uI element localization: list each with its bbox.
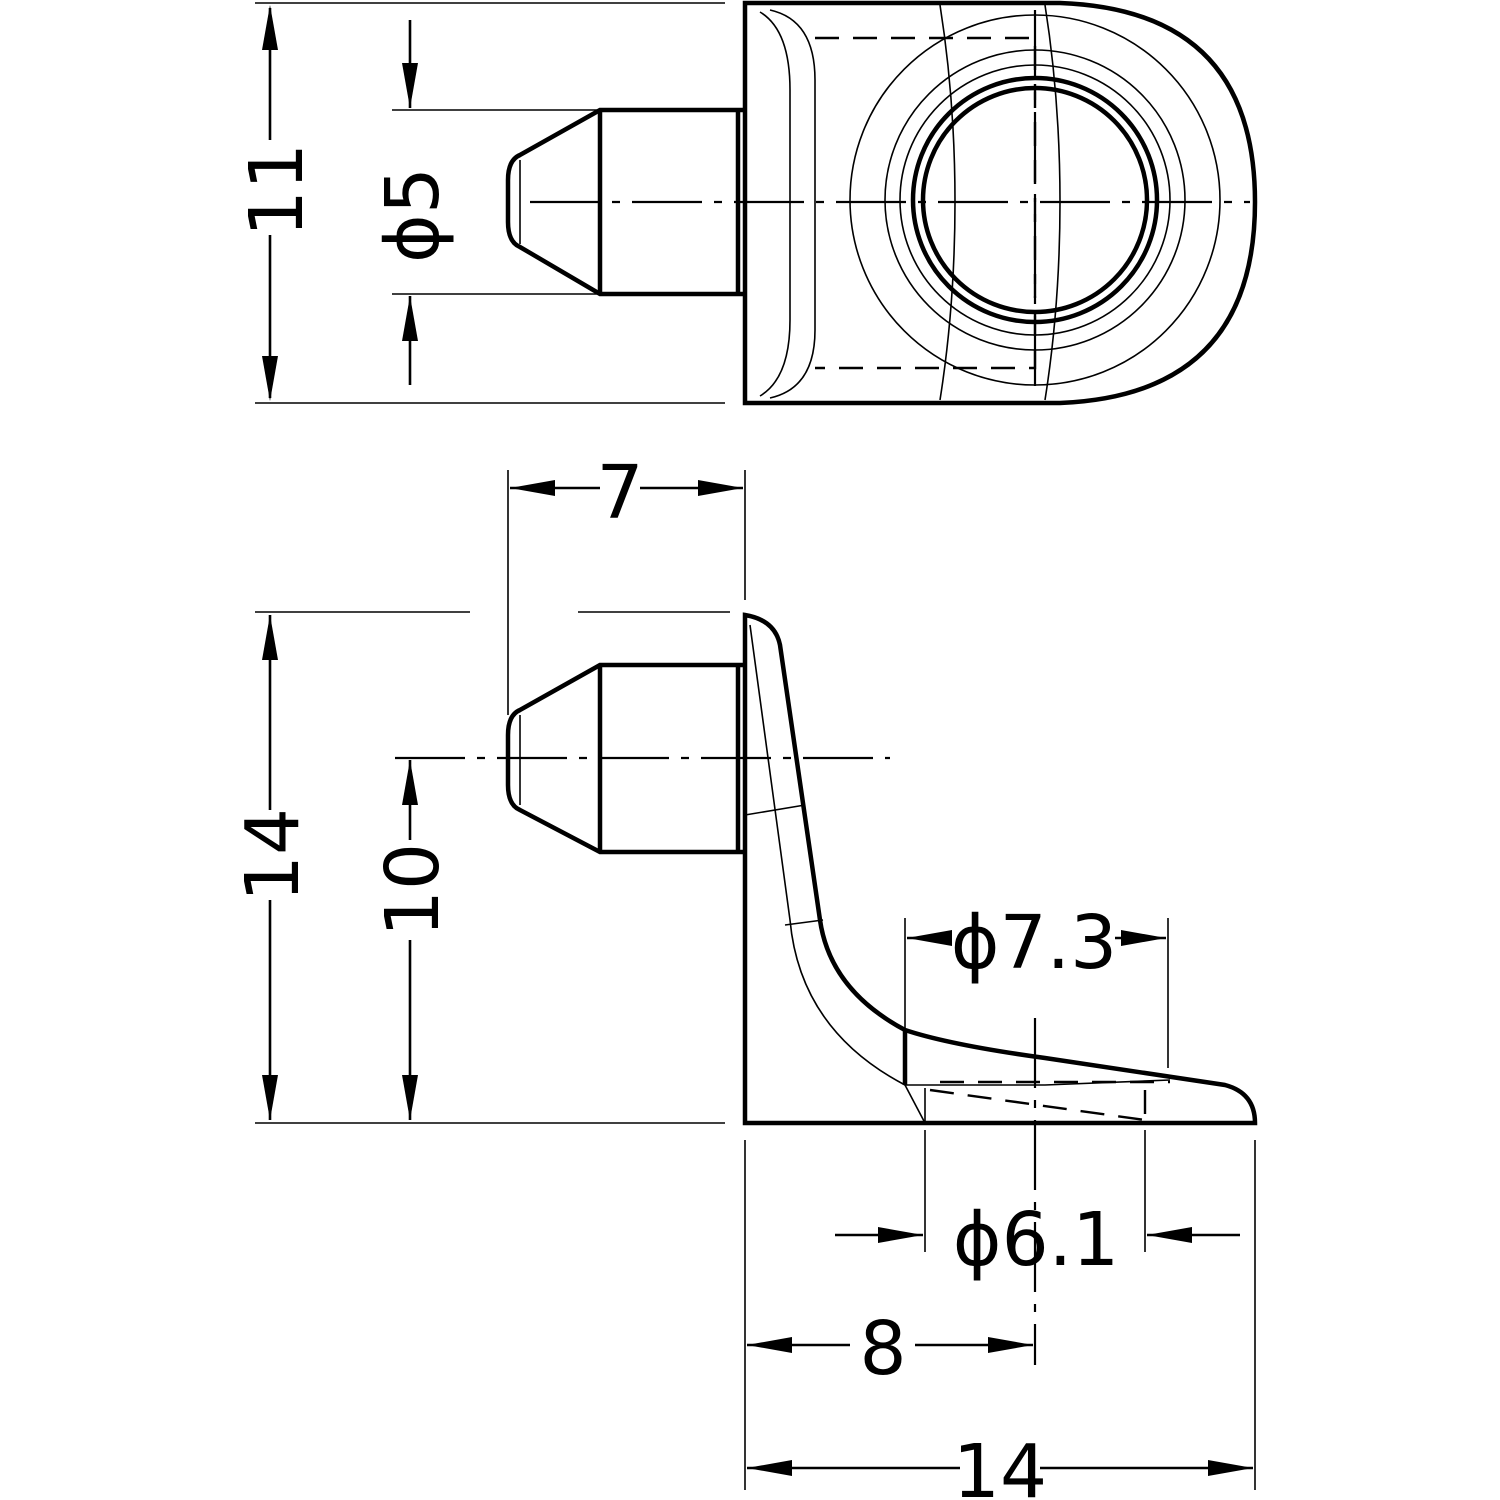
top-view-hole-inner — [920, 85, 1150, 315]
dim-11-arrow-top — [262, 5, 278, 50]
dim-14h-label: 14 — [953, 1429, 1047, 1500]
dim-7-label: 7 — [596, 450, 643, 536]
dim-14v-arrow-top — [262, 615, 278, 660]
dim-10-arrow-bottom — [402, 1075, 418, 1120]
side-view-foot-line — [904, 1084, 926, 1124]
top-view: 11 ϕ5 — [234, 0, 1258, 406]
side-view-body-outline — [742, 612, 1258, 1126]
dim-d73-arrow-right — [1121, 930, 1166, 946]
side-view-fold-line — [749, 624, 1171, 1086]
dim-7-arrow-right — [698, 480, 743, 496]
top-view-rim-curve — [769, 9, 816, 399]
dim-14h-arrow-left — [747, 1460, 792, 1476]
top-view-body-outline — [742, 0, 1258, 406]
side-view-hidden-bore — [929, 1080, 1170, 1122]
side-view-fold-segment-2 — [784, 919, 824, 926]
dim-8-arrow-right — [988, 1337, 1033, 1353]
dim-11-arrow-bottom — [262, 356, 278, 401]
dim-d5-arrow-top — [402, 63, 418, 108]
dim-d61-arrow-right — [1147, 1227, 1192, 1243]
dim-11-label: 11 — [234, 143, 320, 237]
dim-d73-arrow-left — [907, 930, 952, 946]
dim-14h-arrow-right — [1208, 1460, 1253, 1476]
dim-d5-label: ϕ5 — [370, 167, 456, 263]
side-view-fold-segment-1 — [744, 804, 806, 816]
dim-8-label: 8 — [859, 1306, 906, 1392]
side-view: 7 14 10 ϕ7.3 ϕ6.1 — [230, 450, 1258, 1500]
dim-d61-arrow-left — [878, 1227, 923, 1243]
dim-10-arrow-top — [402, 760, 418, 805]
top-view-rim-curve-inner — [759, 11, 791, 397]
top-view-pin-outline — [505, 107, 745, 297]
dim-7-arrow-left — [510, 480, 555, 496]
side-view-pin-outline — [505, 662, 745, 855]
dim-d5-arrow-bottom — [402, 296, 418, 341]
dim-14v-label: 14 — [230, 808, 316, 902]
dim-8-arrow-left — [747, 1337, 792, 1353]
dim-14v-arrow-bottom — [262, 1075, 278, 1120]
top-view-hidden-outline — [815, 36, 1037, 370]
dim-d61-label: ϕ6.1 — [953, 1197, 1120, 1283]
dim-10-label: 10 — [370, 843, 456, 937]
dim-d73-label: ϕ7.3 — [951, 900, 1118, 986]
